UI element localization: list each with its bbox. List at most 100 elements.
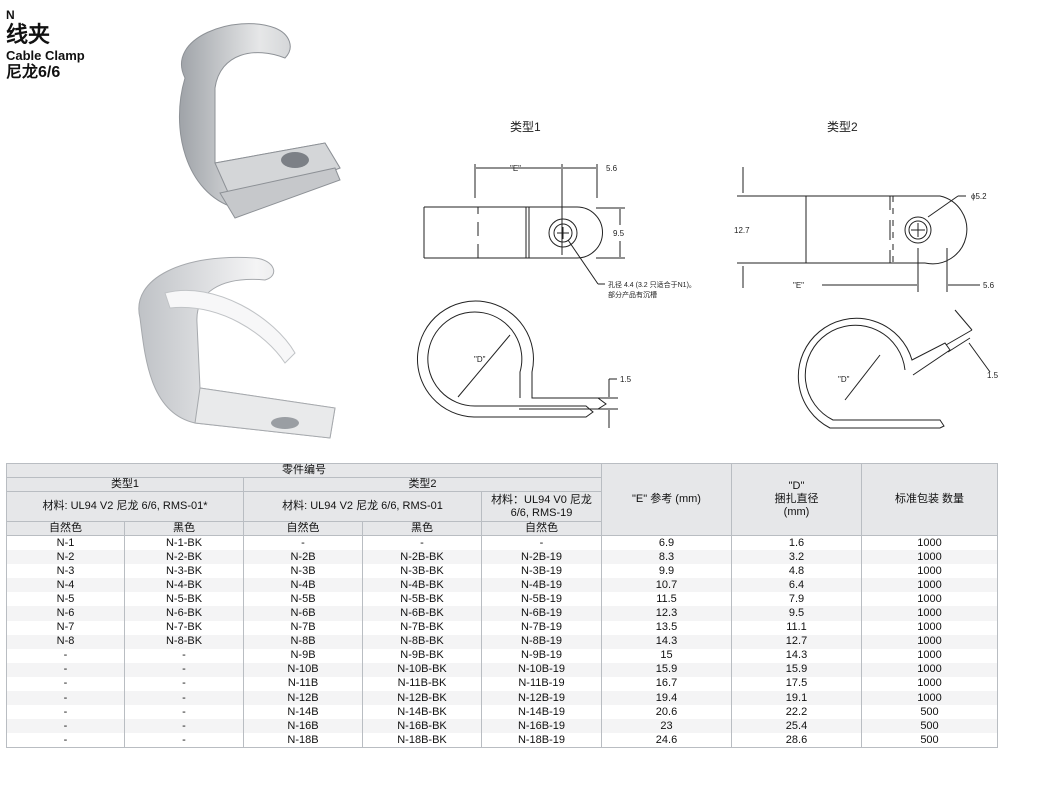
d-bundle-mm: 12.7 [731,634,862,649]
type2-title: 类型2 [827,120,858,134]
part-t1-natural: N-3 [6,564,125,579]
part-t2-v0: N-14B-19 [481,705,602,720]
part-t1-natural: N-8 [6,634,125,649]
part-t2-black: N-7B-BK [362,620,482,635]
technical-drawings: 类型1 类型2 "E" 5.6 9.5 孔径 4.4 (3.2 只适合于N1)。… [416,120,999,429]
part-t2-natural: N-2B [243,550,363,565]
header-material-3: 材料：UL94 V0 尼龙 6/6, RMS-19 [481,491,602,522]
part-t1-natural: N-1 [6,535,125,551]
part-t1-natural: N-2 [6,550,125,565]
d-bundle-mm: 11.1 [731,620,862,635]
e-ref-mm: 19.4 [601,691,732,706]
std-pack-qty: 1000 [861,550,998,565]
part-t1-black: N-1-BK [124,535,244,551]
header-part-number: 零件编号 [6,463,602,478]
part-t1-black: - [124,733,244,749]
part-t2-v0: N-7B-19 [481,620,602,635]
e-ref-mm: 6.9 [601,535,732,551]
part-t2-natural: N-12B [243,691,363,706]
e-ref-mm: 9.9 [601,564,732,579]
part-t1-black: N-2-BK [124,550,244,565]
product-photos [138,23,341,439]
e-ref-mm: 23 [601,719,732,734]
part-t1-black: - [124,676,244,692]
part-t1-natural: - [6,691,125,706]
type2-dim-1-5: 1.5 [987,371,999,380]
type1-dim-5-6: 5.6 [606,164,618,173]
std-pack-qty: 500 [861,719,998,734]
part-t2-black: N-16B-BK [362,719,482,734]
part-t2-v0: N-9B-19 [481,648,602,663]
part-t2-black: N-6B-BK [362,606,482,621]
header-material-1: 材料: UL94 V2 尼龙 6/6, RMS-01* [6,491,244,522]
std-pack-qty: 500 [861,705,998,720]
part-t2-v0: N-5B-19 [481,592,602,607]
part-t2-v0: N-6B-19 [481,606,602,621]
part-t2-black: N-12B-BK [362,691,482,706]
std-pack-qty: 1000 [861,578,998,593]
part-t2-v0: N-18B-19 [481,733,602,749]
clamp-photo-grey [179,23,341,219]
e-ref-mm: 24.6 [601,733,732,749]
clamp-photo-white [138,256,336,439]
e-ref-mm: 10.7 [601,578,732,593]
d-bundle-mm: 25.4 [731,719,862,734]
e-ref-mm: 13.5 [601,620,732,635]
type2-dim-e: "E" [793,281,804,290]
material-heading: 尼龙6/6 [6,64,61,81]
part-t2-black: N-14B-BK [362,705,482,720]
part-t1-natural: N-6 [6,606,125,621]
part-t2-natural: N-4B [243,578,363,593]
part-t2-black: N-4B-BK [362,578,482,593]
part-t2-black: N-5B-BK [362,592,482,607]
part-t2-v0: N-11B-19 [481,676,602,692]
header-black: 黑色 [124,521,244,536]
part-t1-natural: - [6,676,125,692]
part-t1-natural: N-7 [6,620,125,635]
type1-side-view [416,300,618,428]
std-pack-qty: 1000 [861,634,998,649]
type1-dim-d: "D" [474,355,486,364]
part-t1-black: - [124,648,244,663]
part-t2-natural: N-9B [243,648,363,663]
std-pack-qty: 1000 [861,648,998,663]
e-ref-mm: 20.6 [601,705,732,720]
header-material-2: 材料: UL94 V2 尼龙 6/6, RMS-01 [243,491,482,522]
type1-title: 类型1 [510,120,541,134]
d-bundle-mm: 14.3 [731,648,862,663]
type2-dim-d: "D" [838,375,850,384]
part-t2-v0: N-3B-19 [481,564,602,579]
std-pack-qty: 1000 [861,606,998,621]
part-t2-black: N-3B-BK [362,564,482,579]
part-t1-black: N-8-BK [124,634,244,649]
part-t2-natural: N-3B [243,564,363,579]
std-pack-qty: 1000 [861,662,998,677]
type2-top-view [737,167,980,292]
header-natural: 自然色 [243,521,363,536]
header-d-line2: 捆扎直径 [774,493,819,505]
d-bundle-mm: 6.4 [731,578,862,593]
header-natural: 自然色 [6,521,125,536]
type1-hole-note-2: 部分产品有沉槽 [608,290,657,299]
d-bundle-mm: 4.8 [731,564,862,579]
std-pack-qty: 1000 [861,691,998,706]
type2-side-view [797,309,991,429]
part-t1-natural: - [6,719,125,734]
part-t1-natural: N-4 [6,578,125,593]
part-t1-black: - [124,719,244,734]
type2-dim-12-7: 12.7 [734,226,750,235]
part-t2-natural: N-7B [243,620,363,635]
part-t1-black: N-6-BK [124,606,244,621]
part-t2-natural: N-14B [243,705,363,720]
header-type1: 类型1 [6,477,244,492]
part-t1-natural: N-5 [6,592,125,607]
